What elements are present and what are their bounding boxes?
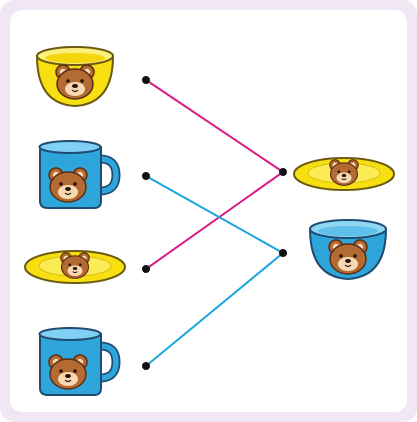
yellow-plate-bear-icon [25,251,125,283]
left-connector-dot-4[interactable] [142,362,150,370]
blue-bowl-bear-icon [310,220,386,279]
right-connector-dot-1[interactable] [279,168,287,176]
yellow-bowl-bear-icon [37,47,113,106]
left-connector-dot-3[interactable] [142,265,150,273]
left-connector-dot-1[interactable] [142,76,150,84]
match-line-blue-1 [145,175,284,254]
blue-mug-bear-icon [40,141,117,208]
match-line-pink-2 [145,171,284,270]
blue-mug-bear-icon [40,328,117,395]
yellow-plate-bear-icon [294,158,394,190]
match-line-pink-1 [145,79,284,173]
right-connector-dot-2[interactable] [279,249,287,257]
match-line-blue-2 [145,252,284,367]
left-connector-dot-2[interactable] [142,172,150,180]
